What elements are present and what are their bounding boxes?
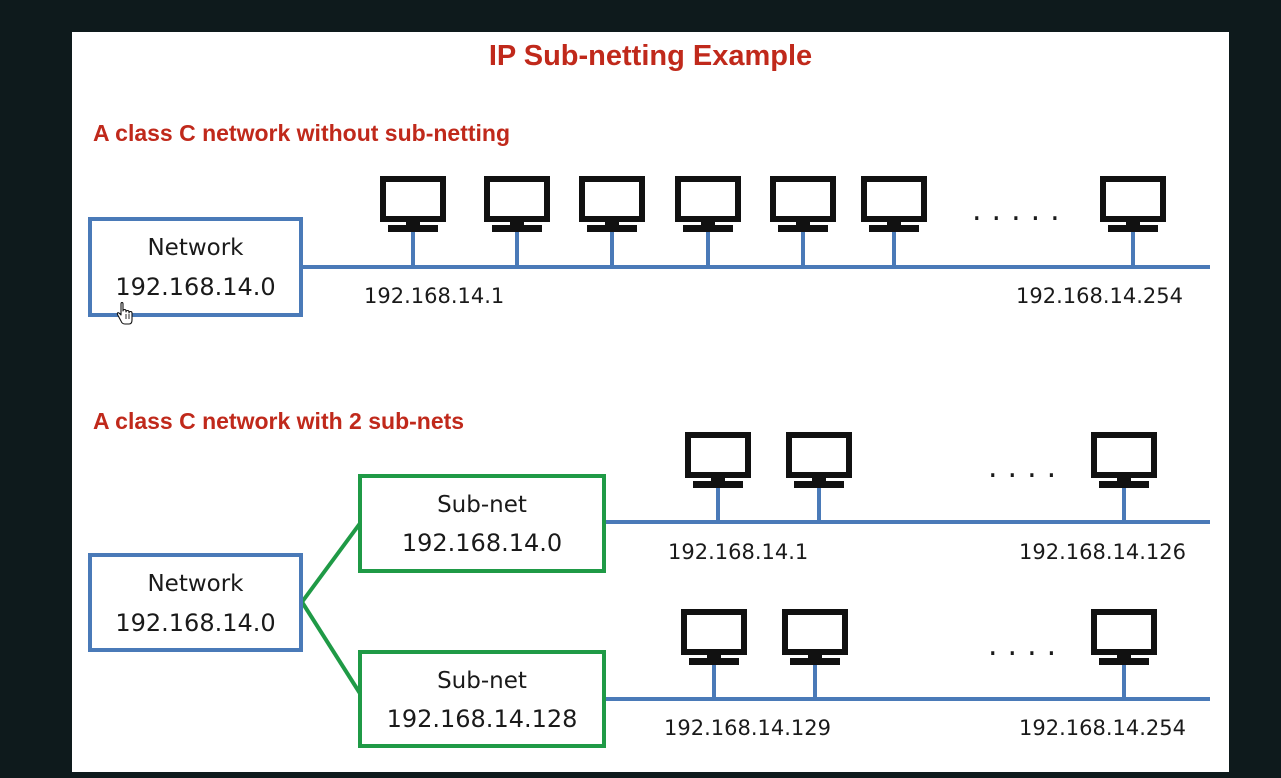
computer-icon <box>681 609 747 701</box>
subnet-address: 192.168.14.0 <box>401 529 563 557</box>
computer-icon <box>1091 609 1157 701</box>
network-label: Network <box>147 571 244 597</box>
network-box-bottom: Network 192.168.14.0 <box>88 553 303 652</box>
computer-icon <box>1091 432 1157 524</box>
subnet-address: 192.168.14.128 <box>386 705 578 733</box>
subnet-label: Sub-net <box>437 668 527 694</box>
subnet-box-b: Sub-net 192.168.14.128 <box>358 650 606 748</box>
computer-icon <box>579 176 645 268</box>
computer-icon <box>484 176 550 268</box>
ellipsis-hosts: .... <box>988 450 1067 485</box>
subnet-a-ip-last: 192.168.14.126 <box>1019 540 1186 564</box>
subnet-b-ip-last: 192.168.14.254 <box>1019 716 1186 740</box>
computer-icon <box>380 176 446 268</box>
subnet-a-ip-first: 192.168.14.1 <box>668 540 809 564</box>
host-ip-last: 192.168.14.254 <box>1016 284 1183 308</box>
computer-icon <box>786 432 852 524</box>
subnet-box-a: Sub-net 192.168.14.0 <box>358 474 606 573</box>
computer-icon <box>1100 176 1166 268</box>
ellipsis-hosts: .... <box>988 628 1067 663</box>
section-heading-no-subnet: A class C network without sub-netting <box>93 120 510 146</box>
network-address: 192.168.14.0 <box>115 609 276 637</box>
network-label: Network <box>147 235 244 261</box>
ellipsis-hosts: ..... <box>972 193 1070 228</box>
computer-icon <box>675 176 741 268</box>
computer-icon <box>685 432 751 524</box>
hand-cursor-icon <box>116 302 133 325</box>
computer-icon <box>861 176 927 268</box>
host-ip-first: 192.168.14.1 <box>364 284 505 308</box>
subnet-b-ip-first: 192.168.14.129 <box>664 716 831 740</box>
section-heading-two-subnets: A class C network with 2 sub-nets <box>93 408 465 434</box>
network-box-top: Network 192.168.14.0 <box>88 217 303 317</box>
subnet-label: Sub-net <box>437 492 527 518</box>
computer-icon <box>782 609 848 701</box>
computer-icon <box>770 176 836 268</box>
network-address: 192.168.14.0 <box>115 273 276 301</box>
slide-title: IP Sub-netting Example <box>488 40 813 72</box>
